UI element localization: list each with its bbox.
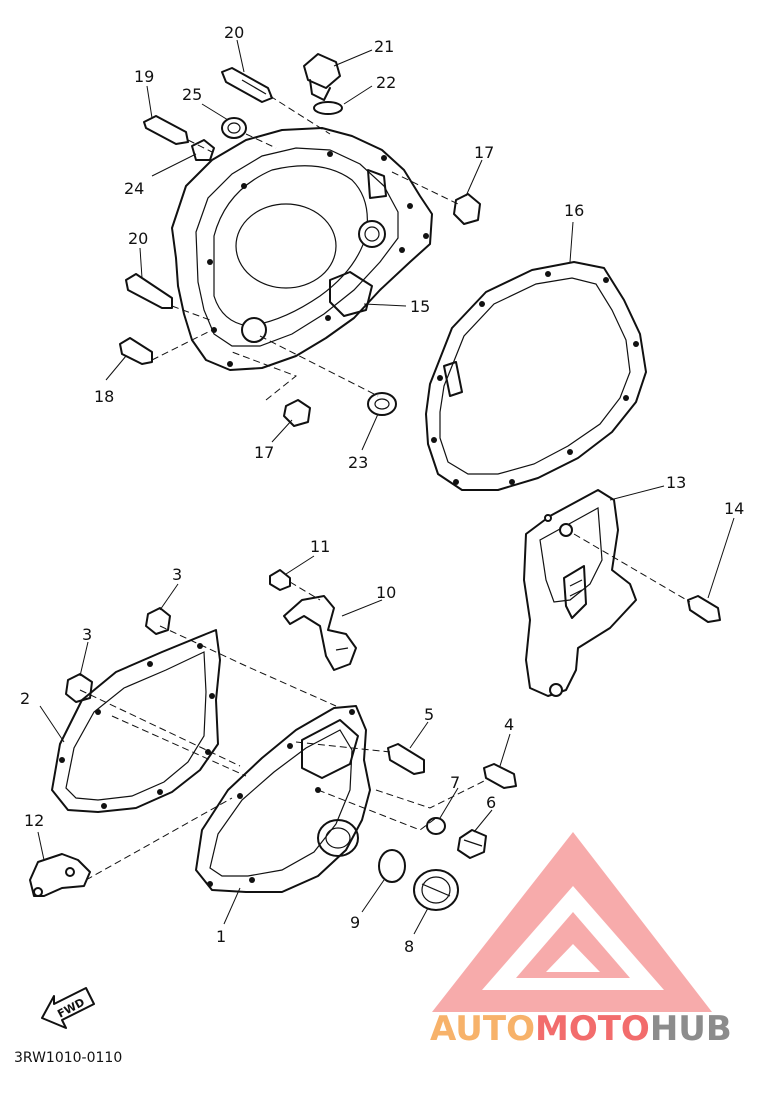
bolt-14: [687, 595, 721, 623]
fwd-label: FWD: [55, 996, 87, 1021]
callout-13: 13: [666, 473, 686, 492]
callout-labels: 20 21 22 19 25 24 17 16 20 15 18 17 23 1…: [20, 23, 744, 956]
callout-19: 19: [134, 67, 154, 86]
callout-1: 1: [216, 927, 226, 946]
callout-3-lower: 3: [82, 625, 92, 644]
alignment-line-14: [573, 533, 691, 603]
sprocket-cover-13: [523, 489, 637, 697]
callout-17-bottom: 17: [254, 443, 274, 462]
callout-6: 6: [486, 793, 496, 812]
bolt-20-mid: [125, 273, 173, 309]
callout-7: 7: [450, 773, 460, 792]
bolt-19: [143, 115, 189, 145]
crankcase-cover-15: [171, 127, 433, 371]
diagram-code: 3RW1010-0110: [14, 1050, 122, 1066]
wordmark-auto: AUTO: [430, 1009, 535, 1049]
seal-25: [221, 117, 247, 139]
wordmark-hub: HUB: [650, 1009, 732, 1049]
svg-text:AUTOMOTOHUB: AUTOMOTOHUB: [430, 1009, 732, 1049]
callout-21: 21: [374, 37, 394, 56]
callout-20-mid: 20: [128, 229, 148, 248]
alignment-lines-upper: [151, 95, 459, 401]
dowel-3-lower: [65, 673, 93, 703]
dowel-3-upper: [145, 607, 171, 635]
dowel-17-top: [453, 193, 481, 225]
gasket-16: [425, 261, 647, 491]
dowel-17-bottom: [283, 399, 311, 427]
crankcase-cover-1: [195, 705, 371, 893]
cap-8: [413, 869, 459, 911]
callout-12: 12: [24, 811, 44, 830]
bolt-18: [119, 337, 153, 365]
alignment-lines-lower: [79, 581, 487, 881]
bolt-20-top: [221, 67, 273, 103]
callout-17-top: 17: [474, 143, 494, 162]
callout-10: 10: [376, 583, 396, 602]
callout-18: 18: [94, 387, 114, 406]
callout-14: 14: [724, 499, 744, 518]
bolt-11: [269, 569, 291, 591]
o-ring-9: [378, 849, 406, 883]
seal-23: [367, 392, 397, 416]
callout-24: 24: [124, 179, 144, 198]
bracket-12: [29, 853, 91, 897]
callout-2: 2: [20, 689, 30, 708]
oil-filler-cap-21: [303, 53, 341, 101]
callout-16: 16: [564, 201, 584, 220]
plug-6: [457, 829, 487, 859]
clamp-24: [191, 139, 215, 161]
callout-8: 8: [404, 937, 414, 956]
callout-15: 15: [410, 297, 430, 316]
automotohub-logo: [432, 832, 712, 1012]
logo-triangle-center: [546, 944, 600, 972]
wordmark-moto: MOTO: [535, 1009, 650, 1049]
callout-11: 11: [310, 537, 330, 556]
callout-9: 9: [350, 913, 360, 932]
callout-22: 22: [376, 73, 396, 92]
callout-25: 25: [182, 85, 202, 104]
fwd-arrow-icon: FWD: [41, 987, 95, 1029]
bolt-5: [387, 743, 425, 775]
o-ring-7: [426, 817, 446, 835]
callout-3-upper: 3: [172, 565, 182, 584]
automotohub-wordmark: AUTOMOTOHUB: [430, 1009, 732, 1049]
callout-4: 4: [504, 715, 514, 734]
bolt-4: [483, 763, 517, 789]
o-ring-22: [313, 101, 343, 115]
callout-23: 23: [348, 453, 368, 472]
callout-20-top: 20: [224, 23, 244, 42]
clamp-10: [283, 595, 357, 671]
callout-5: 5: [424, 705, 434, 724]
gasket-2: [51, 629, 221, 813]
leader-lines: [37, 39, 735, 935]
